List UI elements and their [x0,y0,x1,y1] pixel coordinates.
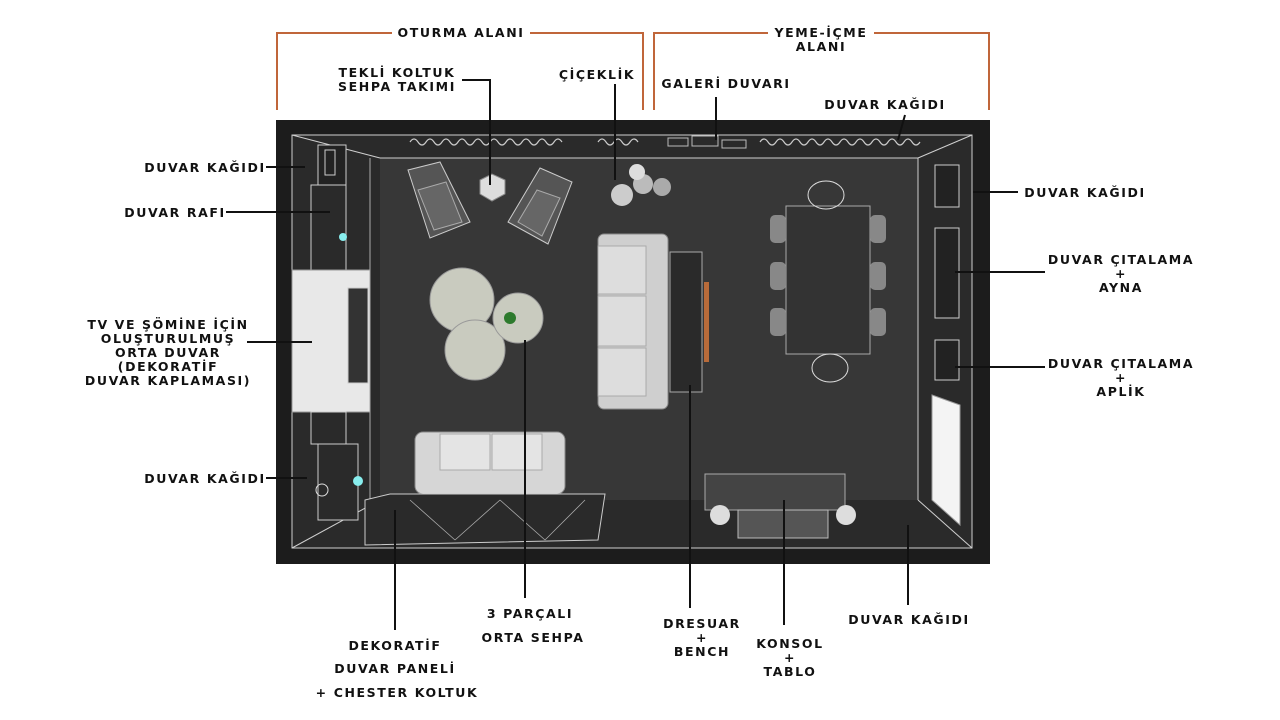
console [704,473,846,511]
label-console-3: TABLO [764,664,817,679]
zone-label-dining-1: YEME-İÇME [774,25,868,40]
shelf-light-1 [339,233,347,241]
table-plant [504,312,516,324]
label-gallery-wall: GALERİ DUVARI [661,76,790,91]
bench [704,282,709,362]
leader-lines [226,79,1045,630]
gallery-frames [667,135,747,149]
label-wallpaper-top: DUVAR KAĞIDI [824,97,946,112]
decorative-floor-panel [364,493,606,546]
zone-bracket-sitting [276,32,644,110]
zone-bracket-dining [653,32,990,110]
label-trim-mirror-3: AYNA [1099,280,1143,295]
armchair-right [507,167,573,245]
label-wallpaper-right-top: DUVAR KAĞIDI [1024,185,1146,200]
dining-set [770,180,886,383]
planter [611,164,671,206]
label-decor-panel-1: DEKORATİF [348,638,441,653]
zone-label-dining-2: ALANI [796,39,846,54]
label-coffee-table-2: ORTA SEHPA [482,630,585,645]
door-panel [931,394,961,527]
decorative-floor-panel-lines [409,499,586,541]
dresser [669,251,703,393]
label-console-2: + [784,650,796,665]
wall-sconce-top [324,149,336,176]
curtains-top [409,138,921,146]
coffee-table-2 [444,319,506,381]
wall-sconce-right [934,339,960,381]
wall-niche-top [317,144,347,186]
wall-shelf-lower [310,411,347,445]
label-trim-sconce-2: + [1115,370,1127,385]
wall-sconce-bottom [315,483,329,497]
wall-shelf-bottom [317,443,359,521]
label-tv-3: ORTA DUVAR [115,345,221,360]
label-single-armchair-2: SEHPA TAKIMI [338,79,456,94]
label-trim-mirror-1: DUVAR ÇITALAMA [1048,252,1194,267]
shelf-light-2 [353,476,363,486]
label-tv-2: OLUŞTURULMUŞ [101,331,236,346]
label-trim-mirror-2: + [1115,266,1127,281]
label-dresser-2: + [696,630,708,645]
coffee-table-3 [492,292,544,344]
label-wall-shelf: DUVAR RAFI [124,205,226,220]
label-tv-1: TV VE ŞÖMİNE İÇİN [87,317,248,332]
tv-screen [347,287,369,384]
label-trim-sconce-1: DUVAR ÇITALAMA [1048,356,1194,371]
label-decor-panel-2: DUVAR PANELİ [334,661,456,676]
chester-sofa [414,431,566,495]
wall-shelf-upper [310,184,347,271]
label-wallpaper-left-bottom: DUVAR KAĞIDI [144,471,266,486]
sofa-center [597,233,669,410]
wall-trim-top [934,164,960,208]
side-table-hex [479,173,506,202]
zone-label-sitting: OTURMA ALANI [397,25,524,40]
label-console-1: KONSOL [756,636,823,651]
label-single-armchair-1: TEKLİ KOLTUK [339,65,456,80]
label-tv-5: DUVAR KAPLAMASI) [85,373,251,388]
console-plant-left [710,505,730,525]
label-wallpaper-bottom-right: DUVAR KAĞIDI [848,612,970,627]
label-decor-panel-3: + CHESTER KOLTUK [316,685,479,700]
label-wallpaper-left-top: DUVAR KAĞIDI [144,160,266,175]
label-planter: ÇİÇEKLİK [559,67,635,82]
armchair-left [407,161,471,239]
label-tv-4: (DEKORATİF [118,359,218,374]
label-trim-sconce-3: APLİK [1096,384,1145,399]
label-dresser-1: DRESUAR [663,616,741,631]
console-plant-right [836,505,856,525]
label-coffee-table-1: 3 PARÇALI [487,606,573,621]
label-dresser-3: BENCH [674,644,730,659]
